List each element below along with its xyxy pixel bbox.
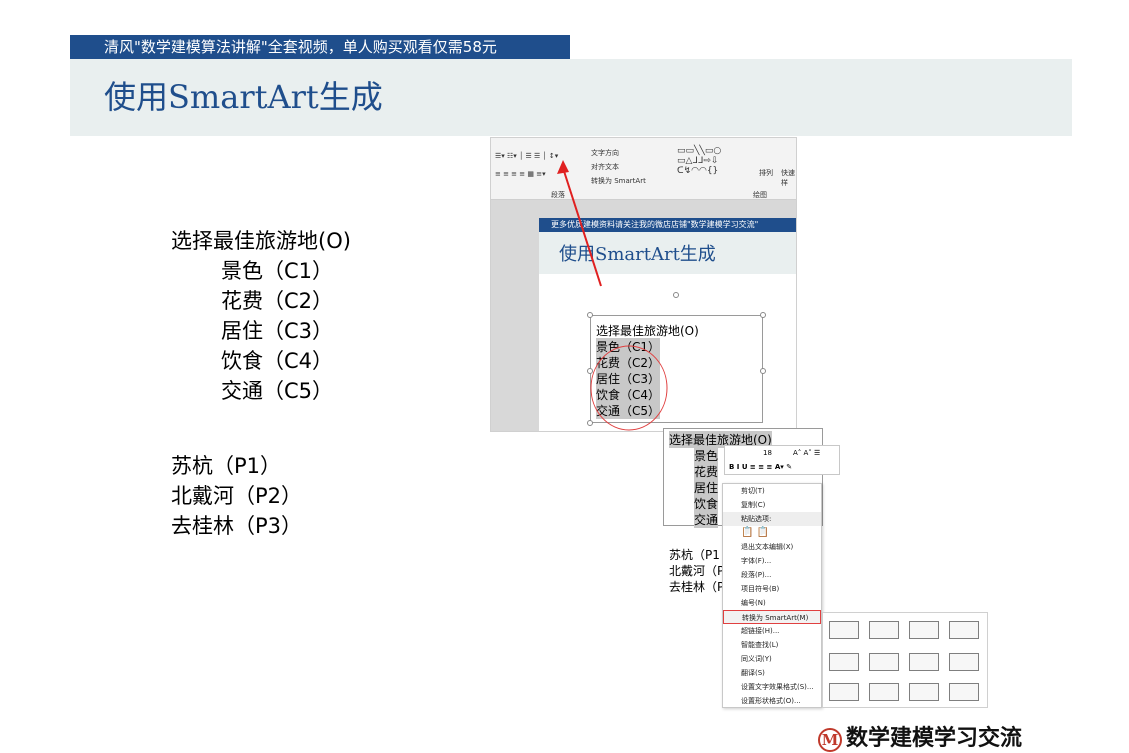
menu-copy[interactable]: 复制(C) — [741, 501, 766, 509]
menu-cut[interactable]: 剪切(T) — [741, 487, 765, 495]
mini-format-toolbar[interactable]: 18 A˄ A˅ ☰ B I U ≡ ≡ ≡ A▾ ✎ — [724, 445, 840, 475]
ctx-item-4: 饮食 — [694, 495, 719, 512]
smartart-option[interactable] — [909, 683, 939, 701]
plan-3: 去桂林（P3） — [171, 514, 303, 538]
smartart-option[interactable] — [909, 653, 939, 671]
red-arrow-icon — [557, 160, 602, 287]
resize-handle[interactable] — [587, 312, 593, 318]
arrange-button[interactable]: 排列 — [759, 169, 773, 177]
logo-m-icon: M — [818, 728, 842, 752]
menu-text-effects[interactable]: 设置文字效果格式(S)... — [741, 683, 814, 691]
ctx-item-2: 花费 — [694, 463, 719, 480]
menu-font[interactable]: 字体(F)... — [741, 557, 772, 565]
ctx-item-3: 居住 — [694, 479, 719, 496]
footer-text: 数学建模学习交流 — [846, 726, 1023, 751]
mini-item-5: 交通（C5） — [596, 402, 661, 419]
menu-bullets[interactable]: 项目符号(B) — [741, 585, 780, 593]
criterion-4: 饮食（C4） — [221, 349, 334, 373]
drawing-group-label: 绘图 — [753, 191, 767, 199]
smartart-option[interactable] — [829, 621, 859, 639]
mini-root: 选择最佳旅游地(O) — [596, 324, 699, 338]
criterion-5: 交通（C5） — [221, 379, 334, 403]
menu-shape-format[interactable]: 设置形状格式(O)... — [741, 697, 801, 705]
smartart-option[interactable] — [949, 621, 979, 639]
smartart-option[interactable] — [869, 683, 899, 701]
bullets-icon[interactable]: ☰▾ ☷▾ │ ☰ ☰ │ ↕▾ — [495, 152, 559, 160]
convert-smartart-button[interactable]: 转换为 SmartArt — [591, 177, 646, 185]
mini-title: 使用SmartArt生成 — [559, 244, 716, 265]
mini-title-band — [539, 232, 796, 274]
smartart-option[interactable] — [869, 621, 899, 639]
mini-item-4: 饮食（C4） — [596, 386, 661, 403]
grow-font-icon[interactable]: A˄ A˅ ☰ — [793, 449, 821, 457]
ctx-under-3: 去桂林（P — [669, 580, 725, 594]
page-title: 使用SmartArt生成 — [104, 78, 383, 116]
menu-exit-edit[interactable]: 退出文本编辑(X) — [741, 543, 794, 551]
resize-handle[interactable] — [587, 368, 593, 374]
menu-numbering[interactable]: 编号(N) — [741, 599, 766, 607]
smartart-option[interactable] — [909, 621, 939, 639]
smartart-option[interactable] — [829, 653, 859, 671]
plan-2: 北戴河（P2） — [171, 484, 303, 508]
resize-handle[interactable] — [760, 312, 766, 318]
format-buttons[interactable]: B I U ≡ ≡ ≡ A▾ ✎ — [729, 463, 793, 471]
menu-paragraph[interactable]: 段落(P)... — [741, 571, 772, 579]
ctx-root: 选择最佳旅游地(O) — [669, 431, 772, 448]
plan-1: 苏杭（P1） — [171, 454, 282, 478]
context-menu: 剪切(T) 复制(C) 粘贴选项: 📋 📋 退出文本编辑(X) 字体(F)...… — [722, 483, 822, 708]
ctx-item-5: 交通 — [694, 511, 719, 528]
menu-paste-icons[interactable]: 📋 📋 — [741, 527, 770, 538]
smartart-option[interactable] — [949, 683, 979, 701]
mini-item-2: 花费（C2） — [596, 354, 661, 371]
resize-handle[interactable] — [760, 368, 766, 374]
rotate-handle-icon[interactable] — [673, 292, 679, 298]
top-banner: 清风"数学建模算法讲解"全套视频，单人购买观看仅需58元 — [70, 35, 570, 59]
mini-textbox[interactable]: 选择最佳旅游地(O) 景色（C1） 花费（C2） 居住（C3） 饮食（C4） 交… — [590, 315, 763, 431]
ribbon-toolbar: ☰▾ ☷▾ │ ☰ ☰ │ ↕▾ ≡ ≡ ≡ ≡ ▦ ≡▾ 文字方向 对齐文本 … — [491, 138, 796, 200]
smartart-gallery — [822, 612, 988, 708]
menu-translate[interactable]: 翻译(S) — [741, 669, 765, 677]
menu-convert-smartart[interactable]: 转换为 SmartArt(M) — [723, 610, 821, 624]
text-direction-button[interactable]: 文字方向 — [591, 149, 619, 157]
mini-banner: 更多优质建模资料请关注我的微店店铺"数学建模学习交流" — [539, 218, 796, 232]
resize-handle[interactable] — [587, 420, 593, 426]
smartart-option[interactable] — [869, 653, 899, 671]
font-size-field[interactable]: 18 — [763, 449, 772, 457]
ctx-item-1: 景色 — [694, 447, 719, 464]
menu-synonyms[interactable]: 同义词(Y) — [741, 655, 772, 663]
ctx-under-2: 北戴河（P — [669, 564, 725, 578]
menu-smart-lookup[interactable]: 智能查找(L) — [741, 641, 779, 649]
title-band — [70, 59, 1072, 136]
quick-styles-button[interactable]: 快速样 — [781, 169, 795, 187]
paragraph-group-label: 段落 — [551, 191, 565, 199]
menu-hyperlink[interactable]: 超链接(H)... — [741, 627, 780, 635]
shapes-gallery[interactable]: ▭▭╲╲▭○▭△ᒧᒧ⇨⇩ᑕ↯◠◠{} — [677, 146, 722, 176]
align-text-button[interactable]: 对齐文本 — [591, 163, 619, 171]
criterion-2: 花费（C2） — [221, 289, 334, 313]
align-icons[interactable]: ≡ ≡ ≡ ≡ ▦ ≡▾ — [495, 170, 546, 178]
red-circle-icon — [590, 345, 668, 431]
menu-paste-options: 粘贴选项: — [723, 512, 821, 526]
criterion-1: 景色（C1） — [221, 259, 334, 283]
criterion-3: 居住（C3） — [221, 319, 334, 343]
smartart-option[interactable] — [829, 683, 859, 701]
ctx-under-1: 苏杭（P1 — [669, 548, 720, 562]
mini-item-3: 居住（C3） — [596, 370, 661, 387]
root-goal: 选择最佳旅游地(O) — [171, 229, 351, 253]
smartart-option[interactable] — [949, 653, 979, 671]
